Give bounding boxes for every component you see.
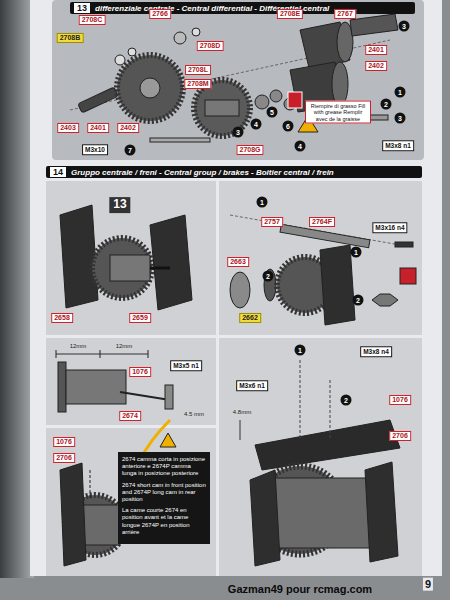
callout-number: 2: [341, 395, 352, 406]
part-number: 2764F: [309, 217, 335, 227]
part-number: 2757: [261, 217, 283, 227]
screw-size: M3x6 n1: [236, 380, 268, 391]
callout-number: 2: [381, 99, 392, 110]
step-reference: 13: [109, 197, 130, 213]
warning-note: Riempire di grasso Fill with grease Remp…: [305, 101, 371, 124]
part-number: 1076: [129, 367, 151, 377]
part-number: 2403: [57, 123, 79, 133]
watermark: Gazman49 pour rcmag.com: [228, 583, 372, 596]
part-number: 2402: [117, 123, 139, 133]
callout-number: 7: [125, 145, 136, 156]
screw-size: M3x8 n1: [382, 140, 414, 151]
callout-number: 4: [295, 141, 306, 152]
part-number: 2708C: [79, 15, 106, 25]
screw-size: M3x16 n4: [372, 222, 407, 233]
part-number: 1076: [53, 437, 75, 447]
callout-number: 2: [353, 295, 364, 306]
part-number: 2706: [389, 431, 411, 441]
callout-number: 1: [351, 247, 362, 258]
part-number: 2767: [334, 9, 356, 19]
note-text: 2674 camma corta in posizione anteriore …: [122, 456, 206, 478]
part-number: 2402: [365, 61, 387, 71]
part-number: 2708G: [236, 145, 263, 155]
callout-number: 1: [257, 197, 268, 208]
step-header: 13differenziale centrale - Central diffe…: [70, 2, 415, 14]
note-text: La came courte 2674 en position avant et…: [122, 507, 206, 536]
part-number: 2401: [365, 45, 387, 55]
step-header: 14 Gruppo centrale / freni - Central grou…: [46, 166, 422, 178]
part-number: 2708L: [185, 65, 211, 75]
part-number: 2674: [119, 411, 141, 421]
callout-number: 4: [251, 119, 262, 130]
part-number: 2766: [149, 9, 171, 19]
dimension: 12mm: [69, 343, 88, 350]
part-number: 1076: [389, 395, 411, 405]
part-number: 2659: [129, 313, 151, 323]
part-number: 2708B: [57, 33, 84, 43]
callout-number: 3: [233, 127, 244, 138]
callout-number: 1: [295, 345, 306, 356]
part-number: 2401: [87, 123, 109, 133]
callout-number: 1: [395, 87, 406, 98]
step-title: Gruppo centrale / freni - Central group …: [71, 168, 334, 177]
part-number: 2708D: [197, 41, 224, 51]
part-number: 2662: [239, 313, 261, 323]
dimension: 12mm: [115, 343, 134, 350]
callout-number: 6: [283, 121, 294, 132]
screw-size: M3x5 n1: [170, 360, 202, 371]
step-number: 14: [50, 167, 66, 177]
part-number: 2658: [51, 313, 73, 323]
callout-number: 3: [395, 113, 406, 124]
dimension: 4.5 mm: [183, 411, 205, 418]
screw-size: M3x8 n4: [360, 346, 392, 357]
callout-number: 5: [267, 107, 278, 118]
note-text: 2674 short cam in front position and 267…: [122, 482, 206, 504]
screw-size: M3x10: [82, 144, 108, 155]
dimension: 4.8mm: [232, 409, 252, 416]
callout-number: 2: [263, 271, 274, 282]
page-number: 9: [423, 578, 433, 591]
step-number: 13: [74, 3, 90, 13]
part-number: 2708M: [184, 79, 211, 89]
note-box: 2674 camma corta in posizione anteriore …: [118, 452, 210, 544]
callout-number: 3: [399, 21, 410, 32]
part-number: 2706: [53, 453, 75, 463]
part-number: 2708E: [277, 9, 303, 19]
part-number: 2663: [227, 257, 249, 267]
